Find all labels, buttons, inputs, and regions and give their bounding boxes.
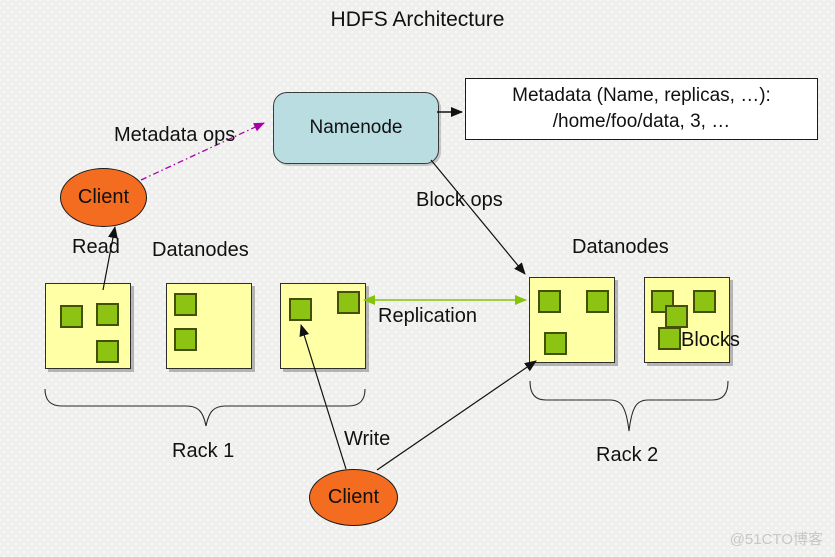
- metadata-note-line2: /home/foo/data, 3, …: [552, 111, 731, 132]
- metadata-note-line1: Metadata (Name, replicas, …):: [512, 85, 771, 106]
- block-square: [693, 290, 716, 313]
- label-datanodes-left: Datanodes: [152, 239, 249, 261]
- client-bottom-label: Client: [327, 486, 380, 508]
- arrow-block-ops: [430, 159, 526, 275]
- brace-rack1: [44, 388, 366, 427]
- label-write: Write: [344, 428, 391, 450]
- block-square: [96, 340, 119, 363]
- label-rack2: Rack 2: [596, 444, 659, 466]
- watermark: @51CTO博客: [729, 531, 823, 548]
- label-blocks: Blocks: [681, 329, 740, 351]
- datanode-rack2-2: [644, 277, 730, 363]
- client-node-bottom: Client: [309, 469, 398, 526]
- block-square: [96, 303, 119, 326]
- diagram-title: HDFS Architecture: [330, 8, 505, 31]
- block-square: [174, 328, 197, 351]
- block-square: [538, 290, 561, 313]
- label-metadata-ops: Metadata ops: [114, 124, 236, 146]
- metadata-note-box: Metadata (Name, replicas, …): /home/foo/…: [465, 78, 818, 140]
- block-square: [289, 298, 312, 321]
- brace-rack2: [529, 380, 729, 432]
- namenode-box: Namenode: [273, 92, 439, 164]
- datanode-rack1-3: [280, 283, 366, 369]
- block-square: [665, 305, 688, 328]
- label-replication: Replication: [378, 305, 477, 327]
- label-read: Read: [72, 236, 120, 258]
- block-square: [586, 290, 609, 313]
- block-square: [658, 327, 681, 350]
- namenode-label: Namenode: [309, 117, 403, 138]
- block-square: [337, 291, 360, 314]
- label-rack1: Rack 1: [172, 440, 235, 462]
- datanode-rack2-1: [529, 277, 615, 363]
- block-square: [544, 332, 567, 355]
- block-square: [174, 293, 197, 316]
- datanode-rack1-2: [166, 283, 252, 369]
- datanode-rack1-1: [45, 283, 131, 369]
- client-top-label: Client: [77, 186, 130, 208]
- label-datanodes-right: Datanodes: [572, 236, 669, 258]
- arrow-write-to-rack2: [376, 360, 537, 471]
- block-square: [60, 305, 83, 328]
- client-node-top: Client: [60, 168, 147, 227]
- label-block-ops: Block ops: [416, 189, 503, 211]
